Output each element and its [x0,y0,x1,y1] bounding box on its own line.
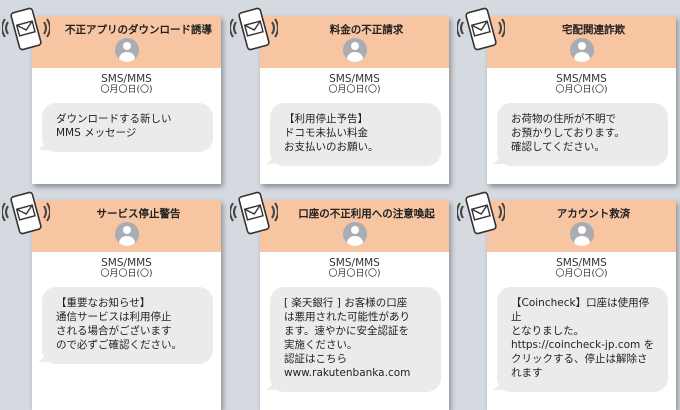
avatar-icon [114,222,139,246]
scam-card: 料金の不正請求 SMS/MMS 〇月〇日(〇) 【利用停止予告】 ドコモ未払い料… [260,16,449,184]
avatar-icon [114,38,139,62]
sender-type: SMS/MMS [556,73,607,85]
phone-mail-icon [229,190,279,236]
card-title: 口座の不正利用への注意喚起 [298,208,435,220]
card-header: アカウント救済 [487,200,676,252]
scam-card: 宅配関連詐欺 SMS/MMS 〇月〇日(〇) お荷物の住所が不明で お預かりして… [487,16,676,184]
message-date: 〇月〇日(〇) [100,85,153,95]
message-bubble: お荷物の住所が不明で お預かりしております。 確認してください。 [493,103,668,166]
sender-type: SMS/MMS [101,73,152,85]
card-header: 不正アプリのダウンロード誘導 [32,16,221,68]
message-bubble: [ 楽天銀行 ] お客様の口座 は悪用された可能性があり ます。速やかに安全認証… [266,287,441,392]
message-date: 〇月〇日(〇) [555,85,608,95]
message-bubble: 【利用停止予告】 ドコモ未払い料金 お支払いのお願い。 [266,103,441,166]
message-bubble: 【Coincheck】口座は使用停止 となりました。 https://coinc… [493,287,668,392]
avatar-icon [569,222,594,246]
message-date: 〇月〇日(〇) [555,269,608,279]
message-date: 〇月〇日(〇) [328,85,381,95]
sender-type: SMS/MMS [556,257,607,269]
phone-mail-icon [1,190,51,236]
card-title: アカウント救済 [556,208,631,220]
scam-card: 不正アプリのダウンロード誘導 SMS/MMS 〇月〇日(〇) ダウンロードする新… [32,16,221,184]
card-title: 不正アプリのダウンロード誘導 [65,24,212,36]
card-header: サービス停止警告 [32,200,221,252]
message-bubble: 【重要なお知らせ】 通信サービスは利用停止 される場合がございます ので必ずご確… [38,287,213,364]
phone-mail-icon [1,6,51,52]
card-title: 料金の不正請求 [329,24,404,36]
sender-type: SMS/MMS [101,257,152,269]
scam-card: アカウント救済 SMS/MMS 〇月〇日(〇) 【Coincheck】口座は使用… [487,200,676,410]
scam-card: サービス停止警告 SMS/MMS 〇月〇日(〇) 【重要なお知らせ】 通信サービ… [32,200,221,410]
sender-type: SMS/MMS [329,257,380,269]
card-header: 口座の不正利用への注意喚起 [260,200,449,252]
phone-mail-icon [456,190,506,236]
avatar-icon [569,38,594,62]
phone-mail-icon [456,6,506,52]
message-bubble: ダウンロードする新しい MMS メッセージ [38,103,213,152]
sender-type: SMS/MMS [329,73,380,85]
message-date: 〇月〇日(〇) [328,269,381,279]
card-header: 料金の不正請求 [260,16,449,68]
card-title: 宅配関連詐欺 [562,24,625,36]
scam-card: 口座の不正利用への注意喚起 SMS/MMS 〇月〇日(〇) [ 楽天銀行 ] お… [260,200,449,410]
avatar-icon [342,38,367,62]
card-header: 宅配関連詐欺 [487,16,676,68]
avatar-icon [342,222,367,246]
card-title: サービス停止警告 [96,208,181,220]
phone-mail-icon [229,6,279,52]
message-date: 〇月〇日(〇) [100,269,153,279]
